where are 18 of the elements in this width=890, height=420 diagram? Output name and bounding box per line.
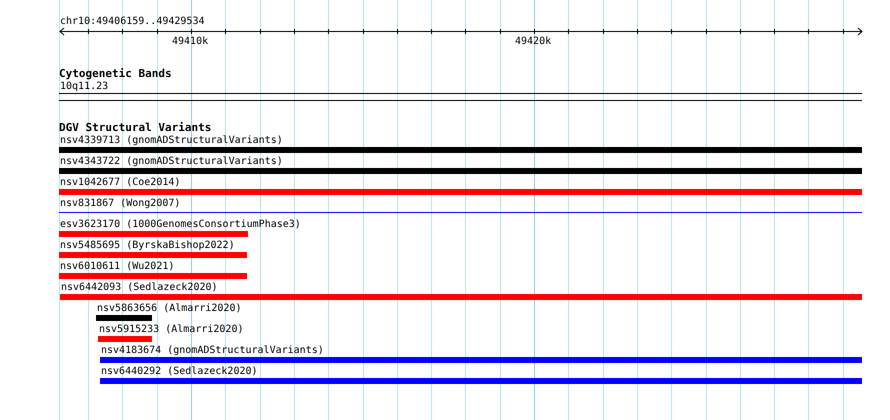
variant-label: nsv4183674 (gnomADStructuralVariants) bbox=[101, 345, 324, 356]
variant-label: nsv1042677 (Coe2014) bbox=[60, 177, 180, 188]
tick-label: 49420k bbox=[515, 36, 552, 47]
variant-label: nsv4343722 (gnomADStructuralVariants) bbox=[60, 156, 283, 167]
variant-label: nsv6440292 (Sedlazeck2020) bbox=[101, 366, 258, 377]
variant-label: esv3623170 (1000GenomesConsortiumPhase3) bbox=[60, 219, 301, 230]
variant-label: nsv5485695 (ByrskaBishop2022) bbox=[60, 240, 235, 251]
variant-label: nsv4339713 (gnomADStructuralVariants) bbox=[60, 135, 283, 146]
tick-label: 49410k bbox=[172, 36, 208, 47]
variant-label: nsv831867 (Wong2007) bbox=[60, 198, 180, 209]
variant-label: nsv5863656 (Almarri2020) bbox=[97, 303, 242, 314]
track-title: Cytogenetic Bands bbox=[59, 68, 172, 79]
variant-label: nsv5915233 (Almarri2020) bbox=[99, 324, 244, 335]
band-label: 10q11.23 bbox=[60, 81, 108, 92]
variant-label: nsv6010611 (Wu2021) bbox=[60, 261, 174, 272]
position-label: chr10:49406159..49429534 bbox=[60, 16, 204, 27]
track-title: DGV Structural Variants bbox=[59, 122, 212, 133]
variant-label: nsv6442093 (Sedlazeck2020) bbox=[61, 282, 218, 293]
